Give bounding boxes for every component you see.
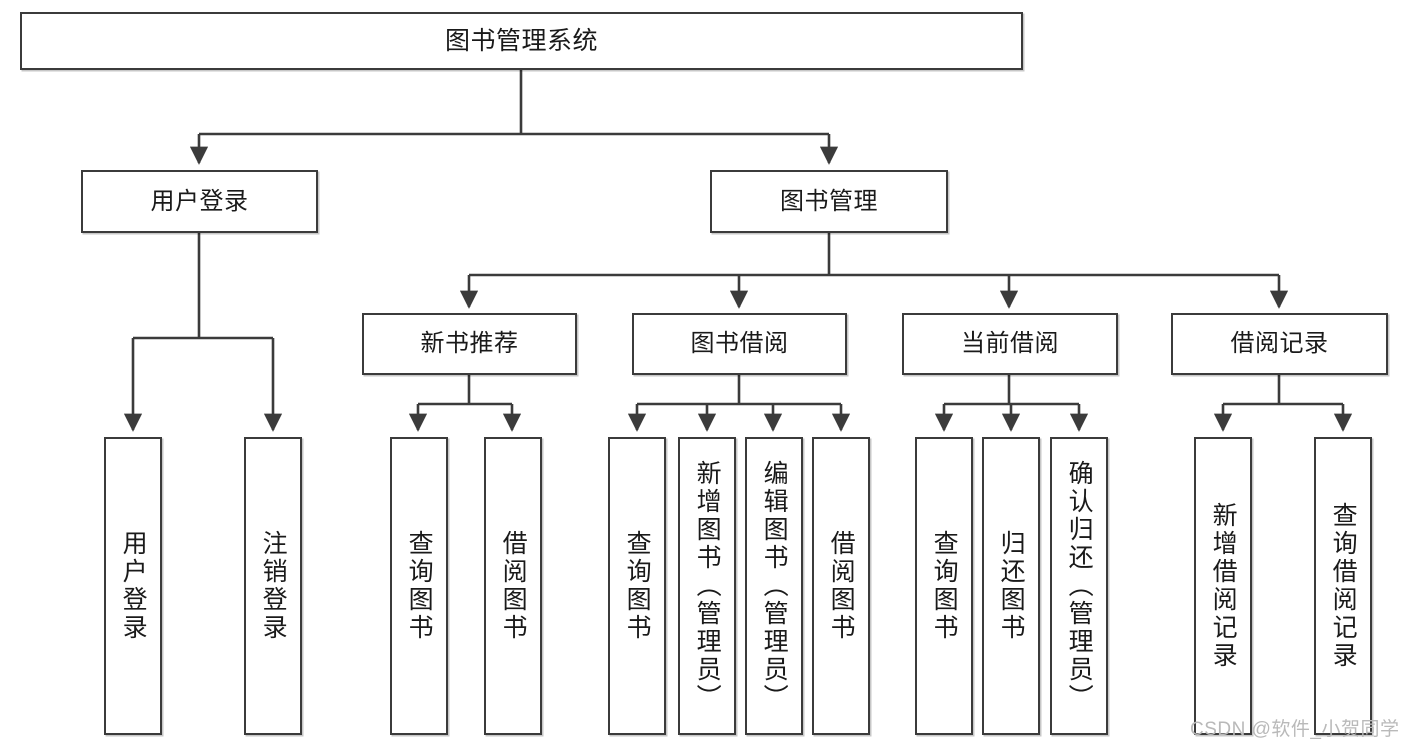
node-book-manage[interactable]: 图书管理	[710, 170, 948, 233]
leaf-current-return-book[interactable]: 归还图书	[982, 437, 1040, 735]
leaf-borrow-edit-book[interactable]: 编辑图书（管理员）	[745, 437, 803, 735]
node-new-book-recommend-label: 新书推荐	[420, 330, 519, 358]
csdn-watermark: CSDN @软件_小贺同学	[1190, 719, 1400, 740]
leaf-user-login-label: 用户登录	[119, 530, 148, 642]
leaf-record-query-label: 查询借阅记录	[1329, 502, 1358, 670]
node-user-login-label: 用户登录	[150, 187, 249, 215]
leaf-record-add[interactable]: 新增借阅记录	[1194, 437, 1252, 735]
leaf-record-add-label: 新增借阅记录	[1209, 502, 1238, 670]
leaf-current-return-book-label: 归还图书	[997, 530, 1026, 642]
leaf-borrow-query-book[interactable]: 查询图书	[608, 437, 666, 735]
node-book-borrow[interactable]: 图书借阅	[632, 313, 847, 375]
leaf-borrow-add-book-label: 新增图书（管理员）	[693, 460, 722, 712]
node-current-borrow[interactable]: 当前借阅	[902, 313, 1118, 375]
leaf-record-query[interactable]: 查询借阅记录	[1314, 437, 1372, 735]
leaf-borrow-add-book[interactable]: 新增图书（管理员）	[678, 437, 736, 735]
leaf-recommend-borrow-book[interactable]: 借阅图书	[484, 437, 542, 735]
leaf-borrow-query-book-label: 查询图书	[623, 530, 652, 642]
node-current-borrow-label: 当前借阅	[961, 330, 1059, 358]
leaf-borrow-lend-book[interactable]: 借阅图书	[812, 437, 870, 735]
leaf-borrow-lend-book-label: 借阅图书	[827, 530, 856, 642]
node-root[interactable]: 图书管理系统	[20, 12, 1023, 70]
leaf-recommend-query-book[interactable]: 查询图书	[390, 437, 448, 735]
node-book-borrow-label: 图书借阅	[690, 330, 789, 358]
leaf-current-query-book-label: 查询图书	[930, 530, 959, 642]
leaf-user-logout[interactable]: 注销登录	[244, 437, 302, 735]
leaf-borrow-edit-book-label: 编辑图书（管理员）	[760, 460, 789, 712]
node-borrow-record[interactable]: 借阅记录	[1171, 313, 1388, 375]
node-new-book-recommend[interactable]: 新书推荐	[362, 313, 577, 375]
leaf-current-confirm-return[interactable]: 确认归还（管理员）	[1050, 437, 1108, 735]
leaf-current-query-book[interactable]: 查询图书	[915, 437, 973, 735]
leaf-user-logout-label: 注销登录	[259, 530, 288, 642]
leaf-recommend-query-book-label: 查询图书	[405, 530, 434, 642]
node-root-label: 图书管理系统	[444, 26, 598, 55]
node-user-login[interactable]: 用户登录	[81, 170, 318, 233]
leaf-current-confirm-return-label: 确认归还（管理员）	[1065, 460, 1094, 712]
leaf-recommend-borrow-book-label: 借阅图书	[499, 530, 528, 642]
node-book-manage-label: 图书管理	[780, 187, 878, 215]
leaf-user-login[interactable]: 用户登录	[104, 437, 162, 735]
node-borrow-record-label: 借阅记录	[1230, 330, 1329, 358]
